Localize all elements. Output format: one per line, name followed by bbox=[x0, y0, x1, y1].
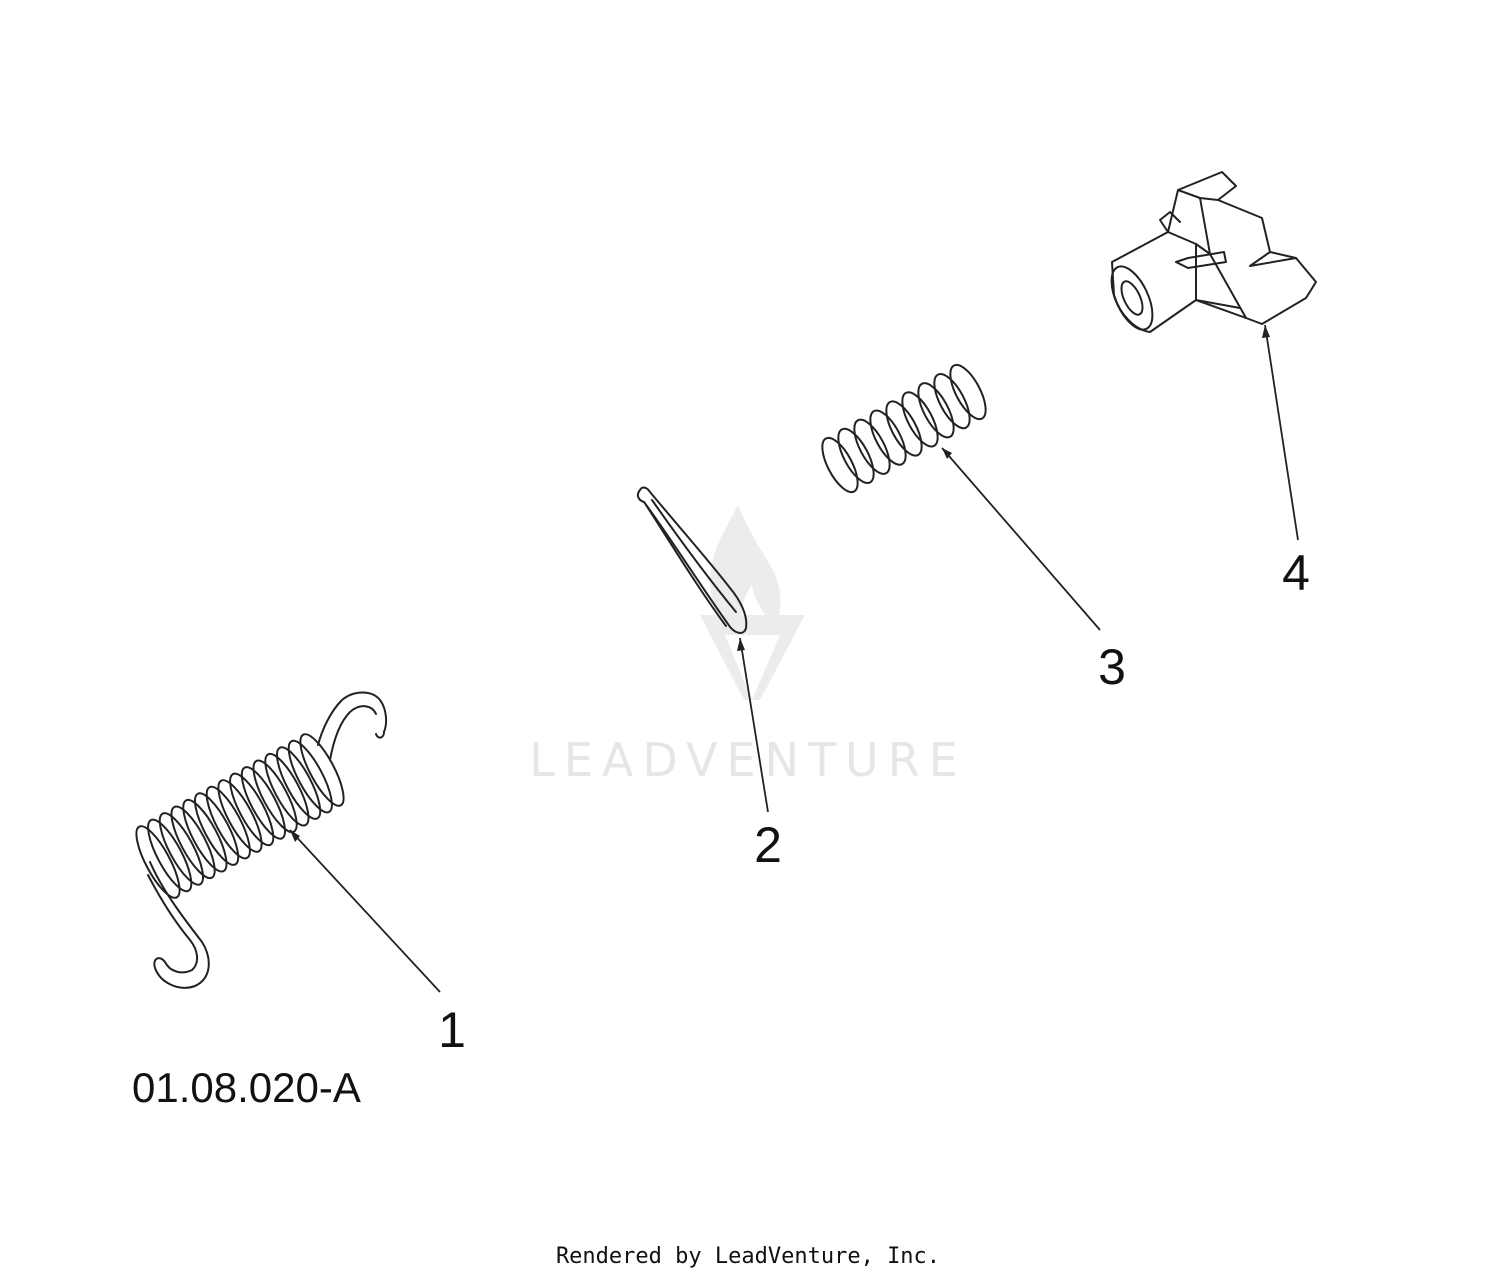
spring-coil bbox=[837, 427, 875, 484]
watermark-logo bbox=[700, 505, 805, 700]
spring-coil bbox=[158, 812, 204, 886]
leader-line-1 bbox=[289, 829, 441, 993]
spring-coil bbox=[299, 733, 345, 807]
spring-coil bbox=[240, 766, 286, 840]
leader-arrow-1 bbox=[290, 830, 300, 842]
diagram-code: 01.08.020-A bbox=[132, 1064, 361, 1111]
spring-coil bbox=[933, 373, 971, 430]
footer-credit: Rendered by LeadVenture, Inc. bbox=[556, 1244, 940, 1269]
spring-coil bbox=[885, 400, 923, 457]
spring-coil bbox=[252, 759, 298, 834]
leader-line-4 bbox=[1264, 324, 1299, 541]
spring-coil bbox=[949, 363, 987, 421]
spring-coil bbox=[229, 772, 275, 847]
spring-coil bbox=[170, 805, 216, 880]
spring-coil bbox=[287, 739, 333, 814]
part-4-bushing[interactable] bbox=[1103, 171, 1317, 336]
spring-coil bbox=[276, 746, 322, 820]
spring-coil bbox=[821, 436, 859, 494]
callout-number-2[interactable]: 2 bbox=[754, 817, 782, 873]
part-1-extension-spring[interactable] bbox=[129, 691, 388, 989]
part-3-compression-spring[interactable] bbox=[815, 360, 992, 497]
spring-coil bbox=[147, 818, 193, 893]
watermark-text: LEADVENTURE bbox=[529, 733, 967, 787]
leader-arrow-4 bbox=[1262, 325, 1270, 338]
leader-line-2 bbox=[739, 637, 769, 813]
leader-arrow-3 bbox=[942, 448, 952, 459]
leader-arrow-2 bbox=[737, 638, 745, 651]
spring-coil bbox=[869, 409, 907, 466]
callout-number-4[interactable]: 4 bbox=[1282, 545, 1310, 601]
spring-coil bbox=[194, 792, 240, 866]
spring-coil bbox=[135, 825, 181, 899]
spring-coil bbox=[901, 391, 939, 448]
callout-number-1[interactable]: 1 bbox=[438, 1002, 466, 1058]
spring-coil bbox=[264, 752, 310, 827]
spring-coil bbox=[853, 418, 891, 475]
callout-number-3[interactable]: 3 bbox=[1098, 639, 1126, 695]
spring-coil bbox=[917, 382, 955, 439]
spring-coil bbox=[205, 785, 251, 860]
spring-coil bbox=[217, 779, 263, 853]
spring-coil bbox=[182, 798, 228, 873]
leader-line-3 bbox=[941, 447, 1101, 631]
part-2-cotter-pin[interactable] bbox=[636, 486, 748, 634]
